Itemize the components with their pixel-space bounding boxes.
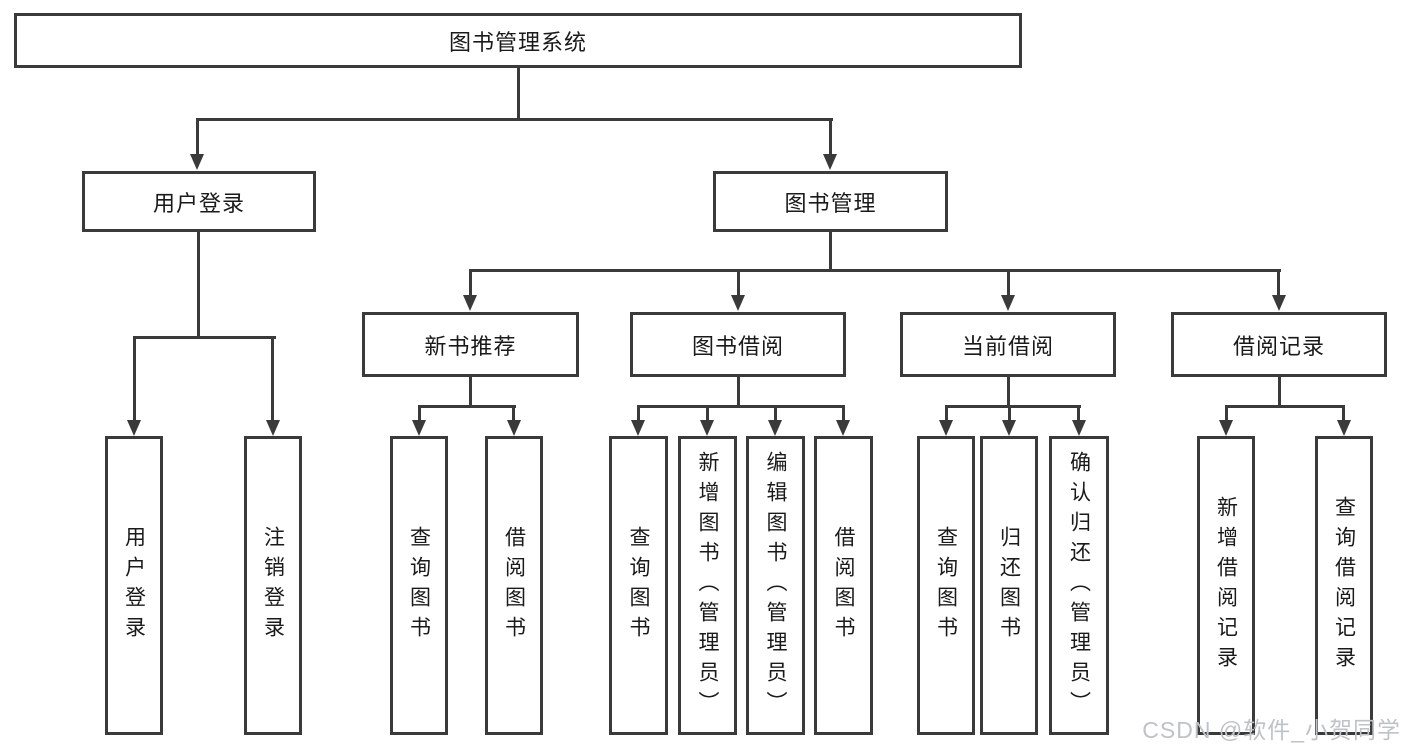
connector-nb-leaf2-stem (512, 405, 515, 422)
arrow-to-currentborrow (1001, 295, 1015, 311)
connector-newbook-down (469, 377, 472, 408)
arrow-nb-leaf1 (412, 420, 426, 436)
leaf-borrow-borrow-books-label: 借阅图书 (832, 525, 855, 646)
connector-cb-leaf1-stem (945, 405, 948, 422)
connector-currentborrow-stem (1007, 269, 1010, 296)
connector-cb-leaf3-stem (1077, 405, 1080, 422)
leaf-user-login-label: 用户登录 (122, 525, 146, 646)
node-borrow-records-label: 借阅记录 (1232, 333, 1325, 359)
node-user-login-label: 用户登录 (152, 190, 245, 216)
csdn-watermark: CSDN @软件_小贺同学 (1142, 717, 1401, 743)
connector-newbook-stem (469, 269, 472, 296)
connector-userlogin-hline (133, 336, 276, 339)
arrow-bb-leaf1 (631, 420, 645, 436)
connector-userlogin-down (197, 232, 200, 339)
connector-bookborrow-hline (637, 405, 845, 408)
leaf-borrow-edit-books-admin-label: 编辑图书（管理员） (764, 450, 787, 721)
node-new-book-recommend: 新书推荐 (362, 312, 579, 377)
connector-bb-leaf3-stem (774, 405, 777, 422)
arrow-to-bookborrow (731, 295, 745, 311)
leaf-user-login: 用户登录 (105, 436, 163, 735)
leaf-current-return-books: 归还图书 (980, 436, 1038, 735)
leaf-borrow-add-books-admin-label: 新增图书（管理员） (696, 450, 719, 721)
node-user-login: 用户登录 (82, 171, 316, 232)
leaf-logout-label: 注销登录 (261, 525, 285, 646)
connector-records-down (1278, 377, 1281, 408)
leaf-borrow-query-books: 查询图书 (609, 436, 668, 735)
arrow-to-book-mgmt (823, 154, 837, 170)
connector-bookborrow-stem (737, 269, 740, 296)
connector-level3-hline (469, 269, 1281, 272)
arrow-bb-leaf3 (768, 420, 782, 436)
connector-bb-leaf2-stem (706, 405, 709, 422)
connector-root-stem (517, 67, 520, 121)
connector-leaf-logout-stem (271, 336, 274, 421)
arrow-rc-leaf2 (1337, 420, 1351, 436)
leaf-logout: 注销登录 (244, 436, 302, 735)
leaf-borrow-add-books-admin: 新增图书（管理员） (678, 436, 737, 735)
connector-cb-leaf2-stem (1008, 405, 1011, 422)
connector-rc-leaf2-stem (1342, 405, 1345, 422)
node-root-label: 图书管理系统 (448, 29, 587, 55)
arrow-cb-leaf3 (1072, 420, 1086, 436)
leaf-records-add-record-label: 新增借阅记录 (1214, 495, 1238, 676)
arrow-nb-leaf2 (507, 420, 521, 436)
connector-rc-leaf1-stem (1225, 405, 1228, 422)
connector-newbook-hline (418, 405, 516, 408)
leaf-newbook-borrow-books: 借阅图书 (485, 436, 543, 735)
connector-leaf-login-stem (133, 336, 136, 421)
leaf-newbook-query-books-label: 查询图书 (407, 525, 431, 646)
leaf-borrow-edit-books-admin: 编辑图书（管理员） (746, 436, 805, 735)
arrow-cb-leaf2 (1002, 420, 1016, 436)
arrow-bb-leaf4 (836, 420, 850, 436)
node-book-management: 图书管理 (713, 171, 948, 232)
arrow-to-leaf-login (127, 420, 141, 436)
node-book-management-label: 图书管理 (784, 190, 877, 216)
node-book-borrow-label: 图书借阅 (691, 333, 784, 359)
leaf-records-query-record: 查询借阅记录 (1315, 436, 1373, 735)
leaf-newbook-borrow-books-label: 借阅图书 (502, 525, 526, 646)
leaf-borrow-query-books-label: 查询图书 (627, 525, 650, 646)
arrow-to-leaf-logout (266, 420, 280, 436)
connector-bb-leaf1-stem (637, 405, 640, 422)
arrow-to-user-login (190, 154, 204, 170)
leaf-records-add-record: 新增借阅记录 (1197, 436, 1255, 735)
arrow-rc-leaf1 (1219, 420, 1233, 436)
connector-currentborrow-hline (945, 405, 1081, 408)
connector-currentborrow-down (1007, 377, 1010, 408)
node-current-borrow: 当前借阅 (900, 312, 1116, 377)
node-borrow-records: 借阅记录 (1171, 312, 1387, 377)
connector-level2-hline (196, 118, 833, 121)
leaf-records-query-record-label: 查询借阅记录 (1332, 495, 1356, 676)
node-current-borrow-label: 当前借阅 (961, 333, 1054, 359)
leaf-current-confirm-return-admin: 确认归还（管理员） (1049, 436, 1109, 735)
node-book-borrow: 图书借阅 (630, 312, 846, 377)
node-root-library-system: 图书管理系统 (14, 13, 1022, 68)
connector-bookmgmt-down (829, 232, 832, 272)
connector-user-login-stem (196, 118, 199, 155)
node-new-book-recommend-label: 新书推荐 (424, 333, 517, 359)
arrow-to-newbook (463, 295, 477, 311)
leaf-current-confirm-return-admin-label: 确认归还（管理员） (1067, 450, 1091, 721)
connector-bookborrow-down (737, 377, 740, 408)
connector-bb-leaf4-stem (842, 405, 845, 422)
arrow-cb-leaf1 (939, 420, 953, 436)
connector-book-mgmt-stem (829, 118, 832, 155)
leaf-borrow-borrow-books: 借阅图书 (814, 436, 873, 735)
leaf-current-query-books-label: 查询图书 (934, 525, 958, 646)
arrow-to-records (1272, 295, 1286, 311)
leaf-current-query-books: 查询图书 (917, 436, 975, 735)
connector-records-stem (1277, 269, 1280, 296)
leaf-current-return-books-label: 归还图书 (997, 525, 1021, 646)
leaf-newbook-query-books: 查询图书 (390, 436, 448, 735)
connector-records-hline (1225, 405, 1345, 408)
arrow-bb-leaf2 (700, 420, 714, 436)
connector-nb-leaf1-stem (418, 405, 421, 422)
